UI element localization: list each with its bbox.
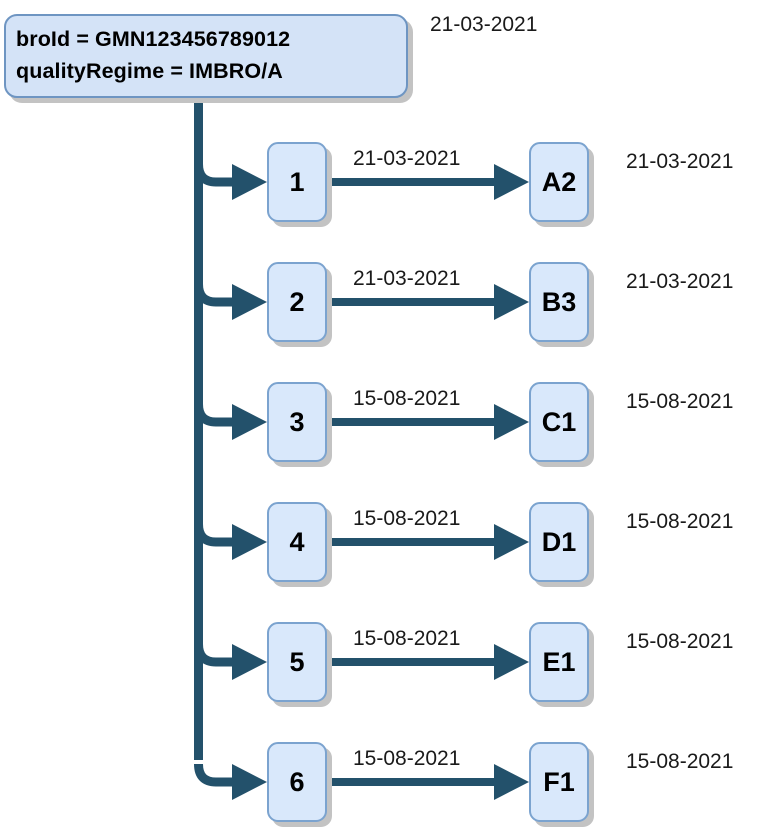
node-right-6[interactable]: F1 bbox=[529, 742, 589, 822]
root-node[interactable]: broId = GMN123456789012 qualityRegime = … bbox=[4, 14, 408, 98]
tail-date-3: 15-08-2021 bbox=[626, 390, 734, 413]
edge-arrowhead-3 bbox=[494, 404, 529, 440]
root-date-label: 21-03-2021 bbox=[430, 13, 538, 36]
edge-arrowhead-4 bbox=[494, 524, 529, 560]
tail-date-4: 15-08-2021 bbox=[626, 510, 734, 533]
branch-elbow-1 bbox=[194, 163, 232, 187]
edge-arrowhead-1 bbox=[494, 164, 529, 200]
tail-date-1: 21-03-2021 bbox=[626, 150, 734, 173]
edge-date-6: 15-08-2021 bbox=[353, 747, 461, 770]
branch-elbow-2 bbox=[194, 283, 232, 307]
node-left-4[interactable]: 4 bbox=[267, 502, 327, 582]
edge-arrowhead-2 bbox=[494, 284, 529, 320]
branch-arrowhead-4 bbox=[232, 524, 267, 560]
edge-arrowheads bbox=[494, 164, 529, 800]
node-left-1[interactable]: 1 bbox=[267, 142, 327, 222]
root-broid-line: broId = GMN123456789012 bbox=[16, 27, 291, 51]
branch-arrowhead-2 bbox=[232, 284, 267, 320]
root-qualityregime-line: qualityRegime = IMBRO/A bbox=[16, 59, 283, 83]
branch-elbow-6 bbox=[194, 763, 232, 787]
branch-arrowheads bbox=[232, 164, 267, 800]
edge-date-4: 15-08-2021 bbox=[353, 507, 461, 530]
node-left-5[interactable]: 5 bbox=[267, 622, 327, 702]
node-right-4[interactable]: D1 bbox=[529, 502, 589, 582]
tail-date-2: 21-03-2021 bbox=[626, 270, 734, 293]
edge-date-3: 15-08-2021 bbox=[353, 387, 461, 410]
node-right-5[interactable]: E1 bbox=[529, 622, 589, 702]
node-left-3[interactable]: 3 bbox=[267, 382, 327, 462]
edge-date-2: 21-03-2021 bbox=[353, 267, 461, 290]
branch-arrowhead-6 bbox=[232, 764, 267, 800]
tail-date-5: 15-08-2021 bbox=[626, 630, 734, 653]
branch-arrowhead-1 bbox=[232, 164, 267, 200]
branch-elbow-3 bbox=[194, 403, 232, 427]
edge-date-1: 21-03-2021 bbox=[353, 147, 461, 170]
node-right-1[interactable]: A2 bbox=[529, 142, 589, 222]
node-right-3[interactable]: C1 bbox=[529, 382, 589, 462]
node-right-2[interactable]: B3 bbox=[529, 262, 589, 342]
branch-elbow-4 bbox=[194, 523, 232, 547]
branch-arrowhead-3 bbox=[232, 404, 267, 440]
tail-date-6: 15-08-2021 bbox=[626, 750, 734, 773]
node-left-2[interactable]: 2 bbox=[267, 262, 327, 342]
node-left-6[interactable]: 6 bbox=[267, 742, 327, 822]
edge-arrowhead-6 bbox=[494, 764, 529, 800]
edge-arrowhead-5 bbox=[494, 644, 529, 680]
branch-arrowhead-5 bbox=[232, 644, 267, 680]
edge-date-5: 15-08-2021 bbox=[353, 627, 461, 650]
branch-elbow-5 bbox=[194, 643, 232, 667]
